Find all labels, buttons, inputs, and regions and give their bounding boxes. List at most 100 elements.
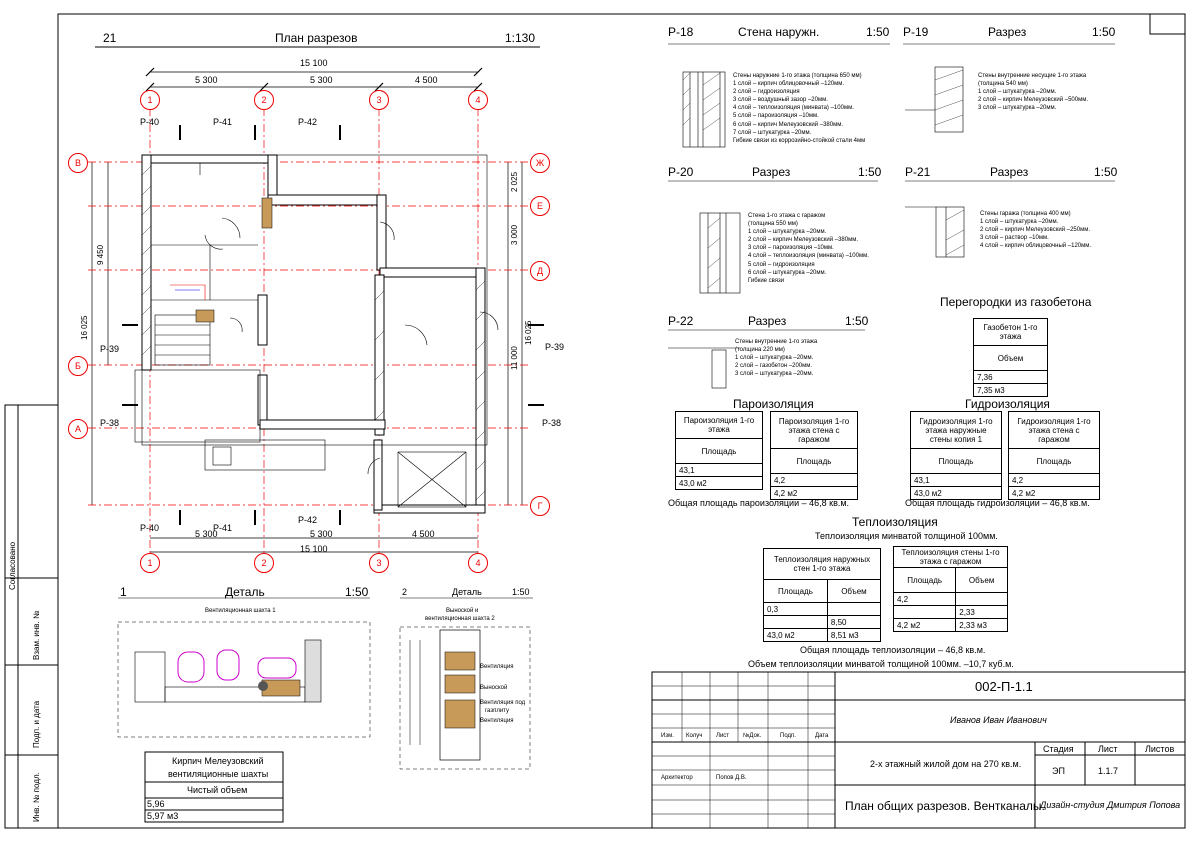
- dim-right: 16 025: [524, 320, 533, 345]
- dim-bottom: 5 300: [310, 529, 333, 539]
- detail2-label: Вентиляция под: [480, 700, 526, 706]
- plan-title: План разрезов: [275, 31, 358, 45]
- dim-bottom-total: 15 100: [300, 544, 328, 554]
- detail2-label: газплиту: [485, 708, 509, 714]
- dim-top: 4 500: [415, 75, 438, 85]
- r19-code: Р-19: [903, 25, 929, 39]
- stamp-col: Лист: [716, 733, 730, 739]
- cut-label: Р-38: [100, 418, 120, 428]
- axis-marker: 3: [369, 553, 389, 573]
- dim-top: 5 300: [310, 75, 333, 85]
- r20-code: Р-20: [668, 165, 694, 179]
- r18-title: Стена наружн.: [738, 25, 820, 39]
- kirpich-col: Чистый объем: [187, 785, 248, 795]
- teplo-total-volume: Объем теплоизоляции минватой толщиной 10…: [748, 659, 1014, 669]
- r20-title: Разрез: [752, 165, 791, 179]
- cut-label: Р-41: [213, 117, 233, 127]
- teplo-subtitle: Теплоизоляция минватой толщиной 100мм.: [815, 531, 998, 541]
- side-label: Согласовано: [8, 541, 17, 590]
- detail1-number: 1: [120, 585, 127, 599]
- axis-marker: В: [68, 153, 88, 173]
- dim-top-total: 15 100: [300, 58, 328, 68]
- axis-marker: 1: [140, 553, 160, 573]
- detail2-label: Вентиляция: [480, 718, 514, 724]
- stamp-sheet-title: План общих разрезов. Вентканалы.: [845, 799, 1045, 813]
- sheet-number: 21: [103, 31, 117, 45]
- stamp-person: Иванов Иван Иванович: [950, 715, 1047, 725]
- axis-marker: Е: [530, 196, 550, 216]
- gazobeton-title: Перегородки из газобетона: [940, 295, 1092, 309]
- r22-title: Разрез: [748, 314, 787, 328]
- dim-top: 5 300: [195, 75, 218, 85]
- gidroiz-title: Гидроизоляция: [965, 397, 1050, 411]
- r18-scale: 1:50: [866, 25, 890, 39]
- stamp-sheet: 1.1.7: [1098, 766, 1119, 776]
- kirpich-value: 5,97 м3: [147, 811, 179, 821]
- detail1-title: Деталь: [225, 585, 265, 599]
- detail2-number: 2: [402, 587, 408, 597]
- axis-marker: Г: [530, 496, 550, 516]
- r20-legend: Стена 1-го этажа с гаражом(толщина 550 м…: [748, 213, 869, 284]
- stamp-code: 002-П-1.1: [975, 679, 1033, 694]
- paroiz-total: Общая площадь пароизоляции – 46,8 кв.м.: [668, 498, 850, 508]
- stamp-sheets-header: Листов: [1145, 744, 1175, 754]
- r21-code: Р-21: [905, 165, 931, 179]
- detail2-subtitle: вентиляционная шахта 2: [425, 616, 495, 622]
- dim-left: 9 450: [96, 244, 105, 265]
- cut-label: Р-40: [140, 117, 160, 127]
- cut-label: Р-38: [542, 418, 562, 428]
- r18-code: Р-18: [668, 25, 694, 39]
- axis-marker: Д: [530, 261, 550, 281]
- teplo-title: Теплоизоляция: [852, 515, 938, 529]
- cut-label: Р-41: [213, 523, 233, 533]
- axis-marker: 1: [140, 90, 160, 110]
- detail2-subtitle: Выноской и: [446, 608, 479, 614]
- axis-marker: 2: [254, 90, 274, 110]
- r18-legend: Стены наружние 1-го этажа (толщина 650 м…: [733, 73, 866, 144]
- stamp-col: Подп.: [780, 733, 796, 739]
- side-label: Взам. инв. №: [32, 610, 41, 660]
- stamp-col: №Док.: [743, 733, 762, 739]
- r22-scale: 1:50: [845, 314, 869, 328]
- r22-legend: Стены внутренние 1-го этажа(толщина 220 …: [735, 339, 818, 378]
- plan-scale: 1:130: [505, 31, 536, 45]
- stamp-object: 2-х этажный жилой дом на 270 кв.м.: [870, 759, 1022, 769]
- kirpich-title: вентиляционные шахты: [168, 769, 269, 779]
- stamp-col: Колуч: [686, 733, 703, 739]
- r21-title: Разрез: [990, 165, 1029, 179]
- detail2-scale: 1:50: [512, 587, 530, 597]
- stamp-studio: Дизайн-студия Дмитрия Попова: [1040, 800, 1181, 810]
- cut-label: Р-39: [545, 342, 565, 352]
- axis-marker: 2: [254, 553, 274, 573]
- axis-marker: 4: [468, 553, 488, 573]
- axis-marker: 4: [468, 90, 488, 110]
- stamp-col: Дата: [815, 733, 829, 739]
- r21-scale: 1:50: [1094, 165, 1118, 179]
- dim-bottom: 4 500: [412, 529, 435, 539]
- axis-marker: А: [68, 419, 88, 439]
- r20-scale: 1:50: [858, 165, 882, 179]
- side-label: Инв. № подл.: [32, 772, 41, 822]
- stamp-stage: ЭП: [1052, 766, 1065, 776]
- dim-right: 3 000: [510, 224, 519, 245]
- detail2-title: Деталь: [452, 587, 482, 597]
- r19-scale: 1:50: [1092, 25, 1116, 39]
- r22-code: Р-22: [668, 314, 694, 328]
- paroiz-title: Пароизоляция: [733, 397, 814, 411]
- axis-marker: Ж: [530, 153, 550, 173]
- kirpich-value: 5,96: [147, 799, 165, 809]
- dim-right: 11 000: [510, 346, 519, 370]
- axis-marker: Б: [68, 356, 88, 376]
- r19-title: Разрез: [988, 25, 1027, 39]
- dim-right: 2 025: [510, 171, 519, 192]
- gidroiz-total: Общая площадь гидроизоляции – 46,8 кв.м.: [905, 498, 1090, 508]
- stamp-sheet-header: Лист: [1098, 744, 1118, 754]
- detail1-subtitle: Вентиляционная шахта 1: [205, 608, 276, 614]
